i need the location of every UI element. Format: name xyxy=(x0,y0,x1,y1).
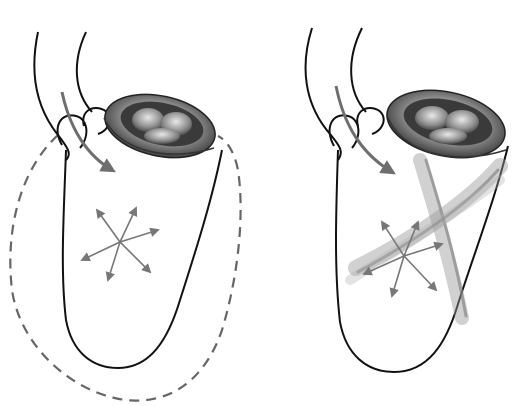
right-valve-prosthesis xyxy=(381,80,512,168)
right-vessel-outer xyxy=(306,28,341,160)
right-vessel-inner xyxy=(351,28,366,112)
right-inflow-arrow xyxy=(336,86,392,172)
dashed-ventricle-outline xyxy=(10,135,240,401)
left-radial-arrows xyxy=(82,208,158,280)
left-panel xyxy=(10,32,240,401)
right-vessel-loop-b xyxy=(357,108,383,134)
left-valve-prosthesis xyxy=(99,85,221,167)
left-ventricle-outline xyxy=(63,150,222,368)
right-fiber-bands xyxy=(350,160,500,318)
right-panel xyxy=(306,28,512,372)
left-vessel-inner xyxy=(77,32,92,112)
